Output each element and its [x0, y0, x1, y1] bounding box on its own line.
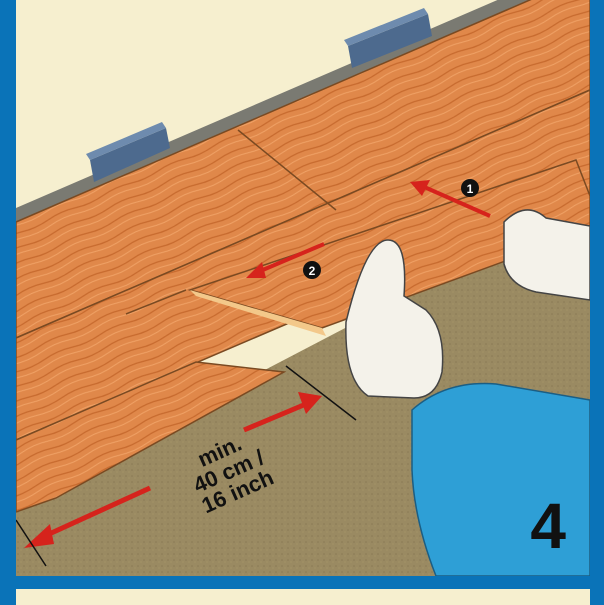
step-number: 4 [530, 494, 566, 558]
floor-installation-drawing: 1 2 [16, 0, 590, 576]
arrow-label-2: 2 [309, 264, 316, 278]
arrow-label-1: 1 [467, 182, 474, 196]
next-step-panel [16, 589, 590, 605]
step-illustration: 1 2 min. 40 cm / 16 inch 4 [16, 0, 590, 576]
